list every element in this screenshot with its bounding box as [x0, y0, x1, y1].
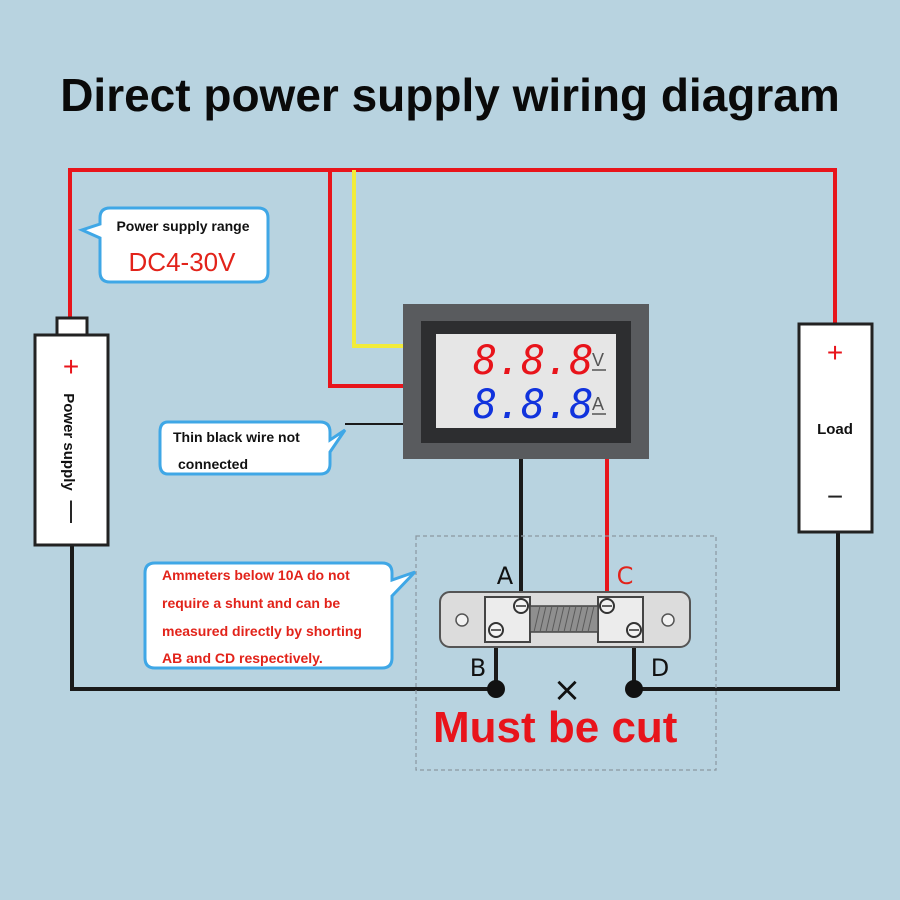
load-plus-sign: +	[827, 337, 843, 368]
callout-range-line2: DC4-30V	[129, 247, 237, 277]
cut-mark-icon: ×	[553, 670, 582, 710]
callout-shunt-line: require a shunt and can be	[162, 595, 340, 611]
callout-black-wire-line2: connected	[178, 456, 248, 472]
red-wire-meter-power	[328, 170, 403, 388]
shunt-resistor-hatching	[533, 605, 595, 633]
terminal-screw-c	[599, 598, 615, 614]
red-wire-top	[68, 168, 837, 325]
terminal-label-d: D	[651, 654, 669, 682]
callout-black-wire-bubble	[158, 420, 347, 476]
must-be-cut-label: Must be cut	[433, 703, 678, 752]
power-supply-plus-sign: +	[63, 351, 79, 382]
shunt	[439, 591, 691, 648]
black-wires	[70, 423, 840, 691]
voltage-unit: V	[592, 350, 604, 370]
power-supply-body	[33, 333, 110, 547]
terminal-label-b: B	[470, 654, 486, 682]
shunt-dashed-region	[415, 535, 717, 771]
shunt-mount-hole-right	[661, 613, 675, 627]
power-supply-minus-sign: |	[68, 497, 74, 524]
terminal-label-a: A	[497, 562, 514, 590]
current-unit: A	[592, 394, 604, 414]
junction-dot-d	[625, 680, 643, 698]
voltage-readout: 8.8.8	[473, 338, 593, 384]
callout-black-wire-line1: Thin black wire not	[173, 429, 300, 445]
terminal-screw-d	[626, 622, 642, 638]
terminal-label-c: C	[617, 562, 634, 590]
power-supply-terminal-cap	[55, 316, 89, 338]
callout-shunt-line: AB and CD respectively.	[162, 650, 323, 666]
callout-range-line1: Power supply range	[116, 218, 249, 234]
meter-display	[436, 334, 616, 428]
black-wire-supply-negative	[70, 545, 496, 691]
current-readout: 8.8.8	[473, 382, 593, 428]
red-wires	[68, 168, 837, 600]
yellow-wire	[352, 170, 403, 348]
callout-shunt-line: Ammeters below 10A do not	[162, 567, 350, 583]
callout-shunt-line: measured directly by shorting	[162, 623, 362, 639]
terminal-screw-b	[488, 622, 504, 638]
power-supply-label: Power supply	[60, 393, 77, 491]
shunt-resistor-strip	[529, 605, 599, 633]
power-supply	[33, 316, 110, 547]
load-minus-sign: −	[827, 481, 843, 512]
load-box	[797, 322, 874, 534]
shunt-mount-hole-left	[455, 613, 469, 627]
black-wire-load-negative	[634, 532, 840, 691]
page-title: Direct power supply wiring diagram	[60, 69, 840, 121]
callout-range-bubble	[77, 206, 270, 284]
load-label: Load	[817, 421, 853, 438]
meter: 8.8.8 V 8.8.8 A	[403, 304, 649, 459]
terminal-screw-a	[513, 598, 529, 614]
callout-shunt-bubble	[143, 561, 417, 670]
junction-dot-b	[487, 680, 505, 698]
